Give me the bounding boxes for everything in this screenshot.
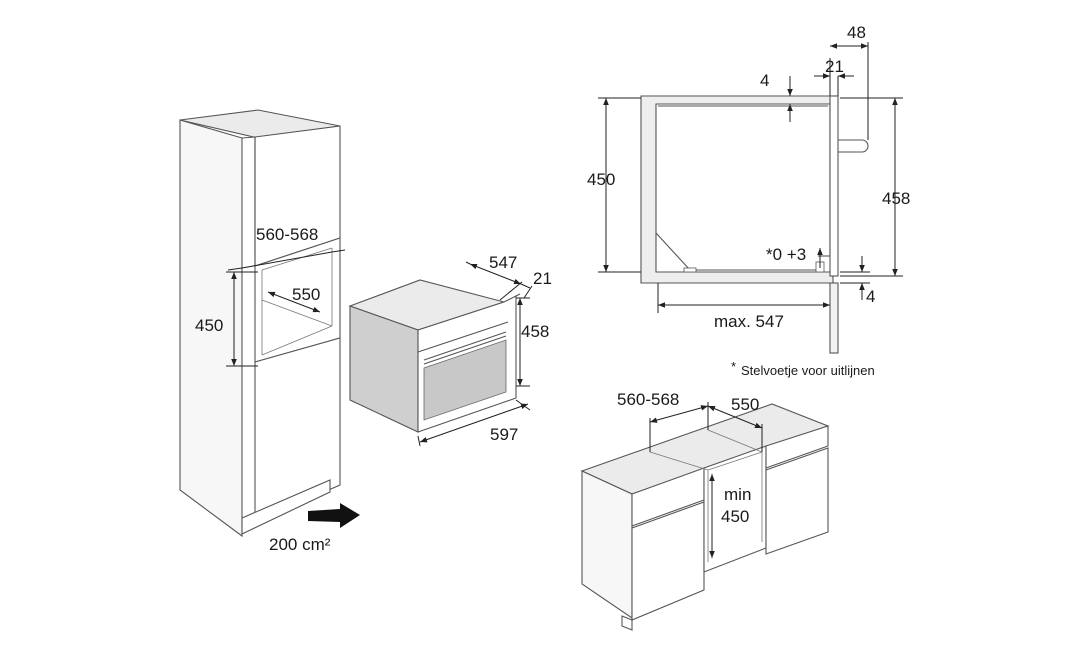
side-section-drawing <box>598 42 903 354</box>
tall-niche-depth-label: 550 <box>292 285 320 304</box>
base-min-height-label: 450 <box>721 507 749 526</box>
section-top-gap-label: 4 <box>760 71 769 90</box>
base-min-label: min <box>724 485 751 504</box>
section-outer-height-label: 458 <box>882 189 910 208</box>
section-inner-height-label: 450 <box>587 170 615 189</box>
section-feet-adjust-label: *0 +3 <box>766 245 806 264</box>
tall-niche-width-label: 560-568 <box>256 225 318 244</box>
base-niche-width-label: 560-568 <box>617 390 679 409</box>
oven-drawing <box>348 261 533 447</box>
footnote-text: Stelvoetje voor uitlijnen <box>741 363 875 378</box>
base-niche-depth-label: 550 <box>731 395 759 414</box>
oven-depth-label: 547 <box>489 253 517 272</box>
tall-cabinet-drawing <box>179 109 360 538</box>
footnote-marker: * <box>731 359 736 374</box>
ventilation-label: 200 cm² <box>269 535 331 554</box>
section-front-21-label: 21 <box>825 57 844 76</box>
ventilation-arrow-icon <box>308 503 360 528</box>
oven-width-label: 597 <box>490 425 518 444</box>
section-front-48-label: 48 <box>847 23 866 42</box>
oven-front-offset-label: 21 <box>533 269 552 288</box>
tall-niche-height-label: 450 <box>195 316 223 335</box>
section-bottom-gap-label: 4 <box>866 287 875 306</box>
oven-height-label: 458 <box>521 322 549 341</box>
base-cabinet-drawing <box>580 402 830 631</box>
section-max-depth-label: max. 547 <box>714 312 784 331</box>
